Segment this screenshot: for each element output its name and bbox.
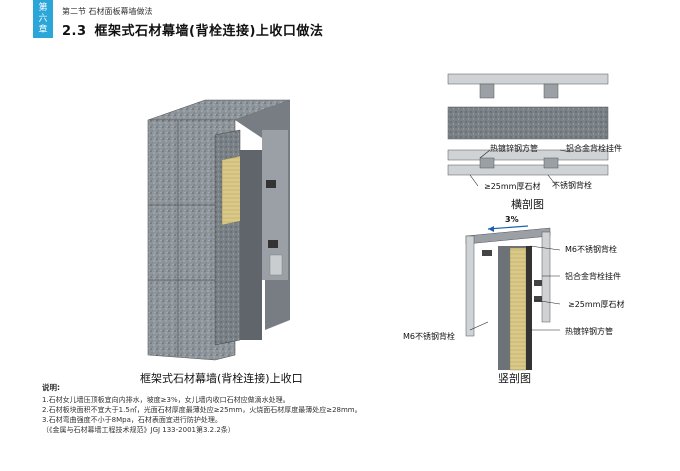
title-number: 2.3: [62, 24, 87, 39]
steel-tube-post: [240, 150, 262, 340]
label-alloy-hanger-v: 铝合金背栓挂件: [565, 272, 621, 281]
bracket-3: [269, 254, 283, 276]
chapter-tab: 第 六 章: [33, 0, 53, 38]
page-title: 2.3 框架式石材幕墙(背栓连接)上收口做法: [62, 20, 323, 39]
bracket-1: [266, 180, 276, 188]
vertical-section: [465, 225, 561, 371]
note-line: 1.石材女儿墙压顶板宜向内排水，坡度≥3%，女儿墙内收口石材应做滴水处理。: [42, 396, 290, 404]
title-text: 框架式石材幕墙(背栓连接)上收口做法: [94, 24, 324, 39]
note-line: 2.石材板块面积不宜大于1.5㎡，光面石材厚度最薄处应≥25mm，火烧面石材厚度…: [42, 406, 362, 414]
label-stone-h: ≥25mm厚石材: [484, 182, 541, 191]
note-line: 3.石材弯曲强度不小于8Mpa，石材表面宜进行防护处理。: [42, 416, 222, 424]
horizontal-section: [447, 73, 609, 187]
label-steel-tube-v: 热镀锌钢方管: [565, 327, 613, 336]
label-slope: 3%: [505, 215, 519, 224]
bracket-2: [268, 240, 278, 248]
caption-main: 框架式石材幕墙(背栓连接)上收口: [140, 372, 303, 385]
label-steel-tube-h: 热镀锌钢方管: [490, 144, 538, 153]
caption-vertical: 竖剖图: [498, 372, 531, 385]
label-anchor-h: 不锈钢背栓: [552, 181, 592, 190]
label-stone-v: ≥25mm厚石材: [568, 300, 625, 309]
section-header: 第二节 石材面板幕墙做法: [62, 7, 153, 16]
note-line: （《金属与石材幕墙工程技术规范》JGJ 133-2001第3.2.2条）: [42, 426, 235, 434]
notes-block: 说明: 1.石材女儿墙压顶板宜向内排水，坡度≥3%，女儿墙内收口石材应做滴水处理…: [42, 383, 362, 435]
stone-panel-section: [447, 106, 609, 140]
isometric-model: [147, 99, 291, 361]
caption-horizontal: 横剖图: [511, 198, 544, 211]
front-stone-face: [147, 119, 236, 361]
notes-heading: 说明:: [42, 383, 60, 392]
label-alloy-hanger-h: 铝合金背栓挂件: [566, 144, 622, 153]
label-m6-top: M6不锈钢背栓: [565, 245, 617, 254]
label-m6-left: M6不锈钢背栓: [403, 332, 455, 341]
